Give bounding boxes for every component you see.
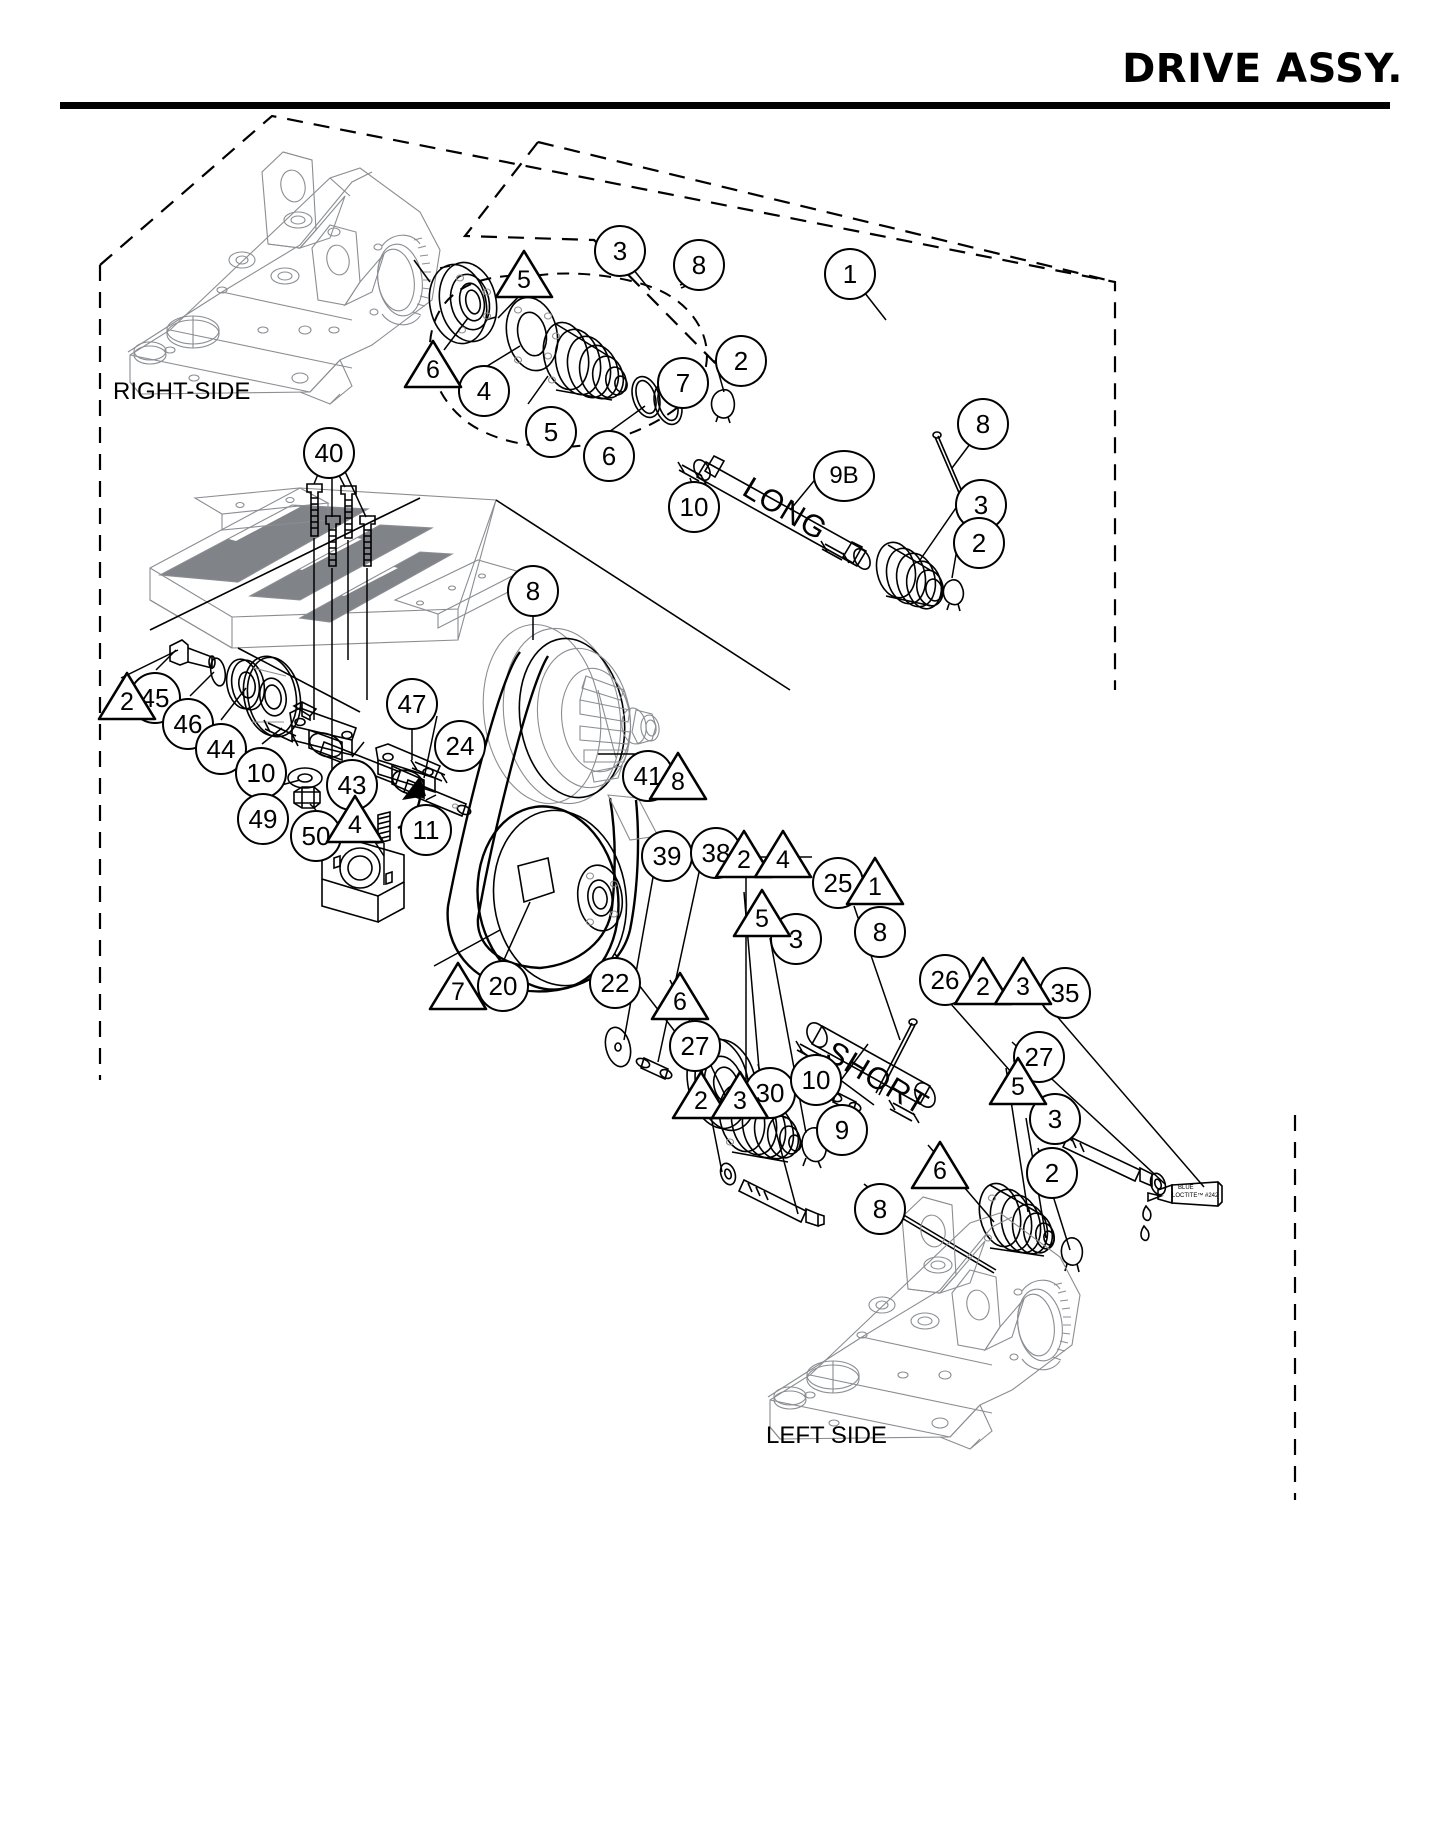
callout-triangle-label: 8: [671, 768, 685, 796]
callout-triangle-label: 6: [426, 356, 440, 384]
callout-balloon-9B: 9B: [813, 450, 875, 502]
phantom-boundary-cv-upper: [428, 140, 1116, 448]
callout-triangle-label: 2: [694, 1087, 708, 1115]
callout-balloon-5: 5: [525, 406, 577, 458]
callout-balloon-7: 7: [657, 357, 709, 409]
callout-triangle-label: 2: [976, 973, 990, 1001]
callout-triangle-label: 2: [737, 846, 751, 874]
long-shaft-assembly: [677, 431, 965, 612]
callout-balloon-11: 11: [400, 804, 452, 856]
callout-triangle-5: 5: [988, 1055, 1048, 1107]
loctite-label-line2: LOCTITE™ #242: [1172, 1193, 1219, 1199]
callout-balloon-49: 49: [237, 793, 289, 845]
callout-balloon-20: 20: [477, 960, 529, 1012]
callout-balloon-4: 4: [458, 365, 510, 417]
callout-triangle-label: 4: [776, 846, 790, 874]
callout-triangle-8: 8: [648, 750, 708, 802]
callout-triangle-2: 2: [714, 828, 774, 880]
callout-triangle-6: 6: [403, 338, 463, 390]
callout-triangle-5: 5: [732, 887, 792, 939]
page-title: DRIVE ASSY.: [1122, 46, 1403, 92]
left-side-chassis: [767, 1115, 1297, 1500]
right-side-label: RIGHT-SIDE: [113, 378, 251, 405]
callout-triangle-label: 6: [933, 1157, 947, 1185]
callout-triangle-label: 4: [348, 811, 362, 839]
callout-balloon-3: 3: [594, 225, 646, 277]
right-side-chassis: [127, 151, 441, 405]
callout-balloon-27: 27: [669, 1020, 721, 1072]
callout-balloon-47: 47: [386, 678, 438, 730]
callout-triangle-5: 5: [494, 248, 554, 300]
callout-balloon-24: 24: [434, 720, 486, 772]
callout-triangle-label: 2: [120, 688, 134, 716]
callout-balloon-8: 8: [854, 906, 906, 958]
callout-balloon-1: 1: [824, 248, 876, 300]
idler-pulley-train: [169, 639, 472, 924]
callout-triangle-label: 3: [1016, 973, 1030, 1001]
callout-balloon-39: 39: [641, 830, 693, 882]
left-side-label: LEFT SIDE: [766, 1422, 887, 1449]
callout-balloon-46: 46: [162, 698, 214, 750]
callout-triangle-2: 2: [671, 1069, 731, 1121]
callout-triangle-1: 1: [845, 855, 905, 907]
callout-triangle-label: 5: [517, 266, 531, 294]
callout-triangle-2: 2: [97, 670, 157, 722]
title-underline-rule: [60, 102, 1390, 109]
callout-balloon-6: 6: [583, 430, 635, 482]
callout-balloon-10: 10: [790, 1054, 842, 1106]
callout-balloon-2: 2: [1026, 1147, 1078, 1199]
fan-and-drive-pulley: [446, 623, 660, 993]
callout-triangle-label: 3: [733, 1087, 747, 1115]
callout-balloon-3: 3: [1029, 1093, 1081, 1145]
callout-balloon-2: 2: [715, 335, 767, 387]
callout-balloon-9: 9: [816, 1104, 868, 1156]
callout-triangle-3: 3: [710, 1069, 770, 1121]
callout-balloon-8: 8: [673, 239, 725, 291]
callout-triangle-2: 2: [953, 955, 1013, 1007]
callout-balloon-10: 10: [668, 481, 720, 533]
loctite-label-line1: BLUE: [1178, 1185, 1194, 1191]
phantom-boundary-right-side: [98, 114, 1117, 1080]
callout-balloon-22: 22: [589, 957, 641, 1009]
callout-balloon-8: 8: [854, 1183, 906, 1235]
deck-bolts-40: [306, 483, 376, 790]
callout-balloon-8: 8: [957, 398, 1009, 450]
callout-triangle-label: 6: [673, 988, 687, 1016]
callout-triangle-7: 7: [428, 960, 488, 1012]
callout-triangle-6: 6: [910, 1139, 970, 1191]
callout-triangle-label: 7: [451, 978, 465, 1006]
callout-balloon-40: 40: [303, 427, 355, 479]
callout-triangle-3: 3: [993, 955, 1053, 1007]
callout-balloon-8: 8: [507, 565, 559, 617]
callout-balloon-2: 2: [953, 517, 1005, 569]
callout-triangle-label: 5: [755, 905, 769, 933]
callout-triangle-4: 4: [753, 828, 813, 880]
callout-triangle-4: 4: [325, 793, 385, 845]
callout-balloon-10: 10: [235, 747, 287, 799]
callout-triangle-label: 5: [1011, 1073, 1025, 1101]
callout-triangle-label: 1: [868, 873, 882, 901]
callout-balloon-35: 35: [1039, 967, 1091, 1019]
callout-triangle-6: 6: [650, 970, 710, 1022]
